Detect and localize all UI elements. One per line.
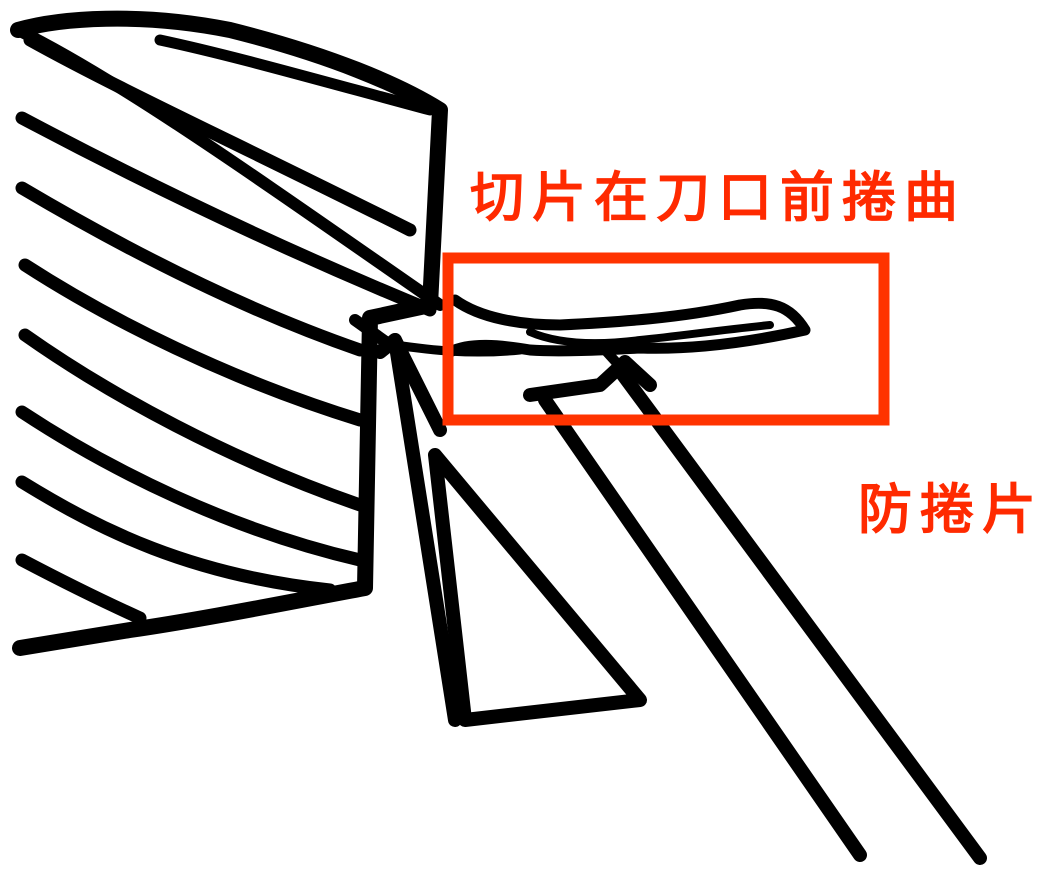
anti-roll-label: 防捲片 xyxy=(858,477,1044,541)
anti-roll-right-edge xyxy=(611,361,987,865)
knife-wedge xyxy=(428,448,647,727)
hatch-line-6 xyxy=(15,405,367,567)
hatch-line-7 xyxy=(15,475,337,597)
hatch-line-8 xyxy=(15,553,147,625)
anti-roll-left-edge xyxy=(538,393,867,862)
knife-blade xyxy=(349,314,647,727)
hatch-line-9 xyxy=(154,34,436,116)
anti-roll-top xyxy=(523,355,657,402)
anti-roll-plate xyxy=(523,345,987,865)
knife-back xyxy=(349,314,396,351)
hatch-line-2 xyxy=(15,111,437,317)
tissue-block xyxy=(10,10,448,656)
section-outline xyxy=(444,294,811,358)
block-outline xyxy=(10,10,448,656)
anti-roll-stem xyxy=(600,345,630,377)
section-inner xyxy=(526,321,774,348)
curled-section xyxy=(390,294,811,358)
hatch-line-3 xyxy=(15,181,367,357)
curl-label: 切片在刀口前捲曲 xyxy=(470,165,966,229)
hatch-line-1 xyxy=(23,33,417,237)
knife-edge-right xyxy=(388,333,447,437)
hatch-line-4 xyxy=(18,258,367,427)
hatch-line-5 xyxy=(18,328,367,512)
highlight-box xyxy=(442,252,890,426)
